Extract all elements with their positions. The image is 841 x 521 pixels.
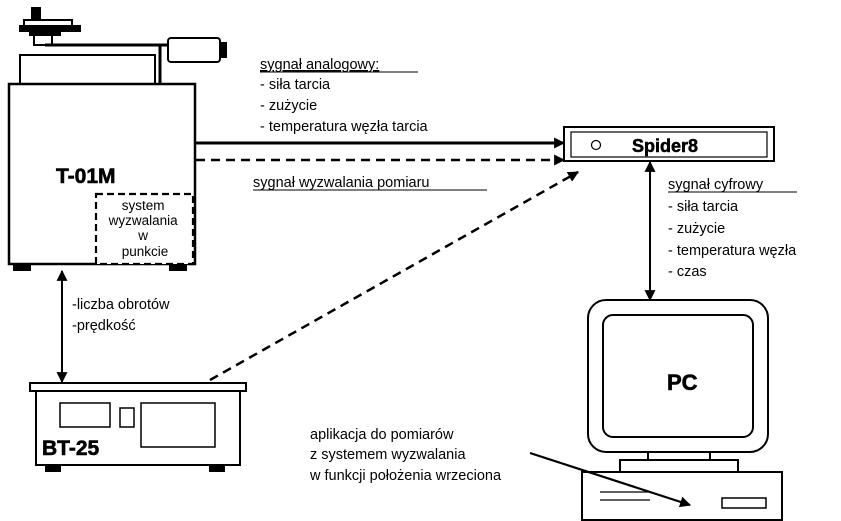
svg-text:sygnał analogowy: - siła t: sygnał analogowy: - siła tarcia - zużyci… [260,57,429,135]
analog-signal-item: - siła tarcia [260,77,331,93]
digital-signal-item: - zużycie [668,221,725,237]
app-note-line: w funkcji położenia wrzeciona [309,468,502,484]
trigger-box-line: wyzwalania [108,213,179,228]
trigger-box-line: punkcie [122,244,169,259]
pc-computer [581,299,783,521]
trigger-box-line: system [122,198,165,213]
pc-label: PC [667,370,698,395]
analog-signal-item: - zużycie [260,98,317,114]
rotation-item: -prędkość [72,318,136,334]
app-note-line: aplikacja do pomiarów [310,427,454,443]
digital-signal-title: sygnał cyfrowy [668,177,764,193]
digital-signal-item: - czas [668,264,707,280]
trigger-box-line: w [137,228,148,243]
analog-signal-title: sygnał analogowy: [260,57,379,73]
bt25-device [29,382,247,472]
digital-signal-item: - siła tarcia [668,199,739,215]
rotation-item: -liczba obrotów [72,297,170,313]
t01m-label: T-01M [56,165,116,188]
bt25-label: BT-25 [42,437,100,460]
spider8-label: Spider8 [632,136,698,156]
app-pointer-arrow [529,451,692,508]
svg-text:-liczba obrotów -prędkość: -liczba obrotów -prędkość [72,297,174,334]
trigger-system-box [94,192,195,266]
svg-text:sygnał cyfrowy - siła tarc: sygnał cyfrowy - siła tarcia - zużycie -… [668,177,800,280]
analog-signal-item: - temperatura węzła tarcia [260,119,429,135]
bt25-to-spider-arrow [209,170,579,382]
trigger-signal-label: sygnał wyzwalania pomiaru [253,175,430,191]
digital-signal-item: - temperatura węzła [668,243,797,259]
app-note-line: z systemem wyzwalania [310,447,466,463]
svg-text:aplikacja do pomiarów z sy: aplikacja do pomiarów z systemem wyzwala… [309,427,502,484]
svg-text:system wyzwalania w: system wyzwalania w punkcie [108,198,182,259]
